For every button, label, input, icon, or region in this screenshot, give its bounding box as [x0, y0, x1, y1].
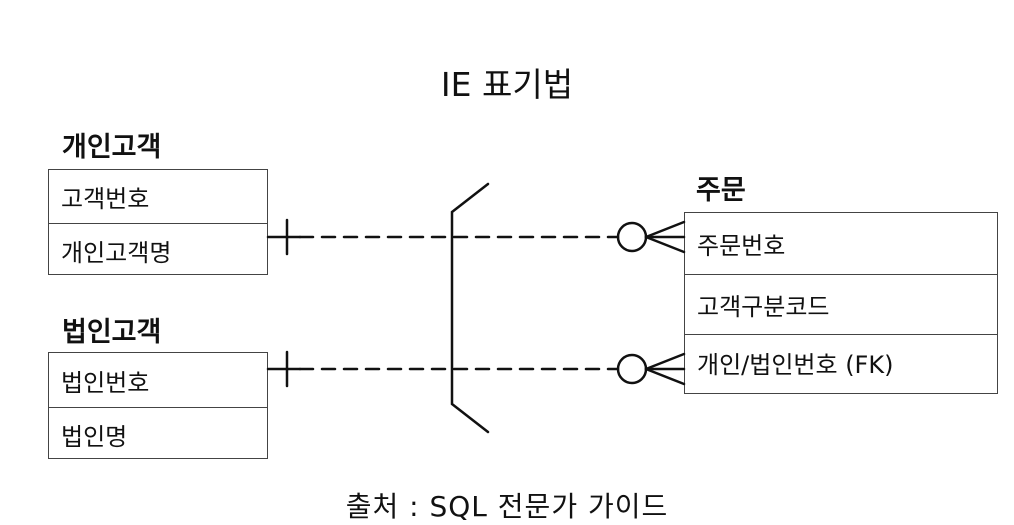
entity-box-corporate-customer: 법인번호 법인명 [48, 352, 268, 459]
entity-name-personal-customer: 개인고객 [62, 132, 162, 163]
source-caption: 출처 : SQL 전문가 가이드 [345, 490, 669, 523]
attribute-customer-type-code: 고객구분코드 [685, 274, 997, 334]
exclusive-arc-bracket [450, 182, 490, 434]
entity-name-order: 주문 [696, 175, 746, 206]
attribute-customer-number: 고객번호 [61, 185, 150, 213]
attribute-corporate-number: 법인번호 [61, 368, 150, 397]
crow-foot-upper [644, 352, 686, 371]
entity-box-personal-customer: 고객번호 개인고객명 [48, 169, 268, 275]
optional-circle [616, 353, 648, 385]
attribute-order-number: 주문번호 [697, 232, 786, 260]
relationship-corporate-to-order [266, 350, 686, 388]
diagram-title: IE 표기법 [440, 65, 574, 104]
attribute-personal-customer-name: 개인고객명 [49, 223, 267, 276]
crow-foot-lower [644, 235, 686, 254]
entity-box-order: 주문번호 고객구분코드 개인/법인번호 (FK) [684, 212, 998, 394]
crow-foot-lower [644, 367, 686, 386]
optional-circle [616, 221, 648, 253]
relationship-personal-to-order [266, 218, 686, 256]
entity-name-corporate-customer: 법인고객 [62, 317, 162, 348]
attribute-corporate-name: 법인명 [49, 407, 267, 460]
crow-foot-upper [644, 220, 686, 239]
attribute-personal-corporate-number-fk: 개인/법인번호 (FK) [685, 334, 997, 395]
